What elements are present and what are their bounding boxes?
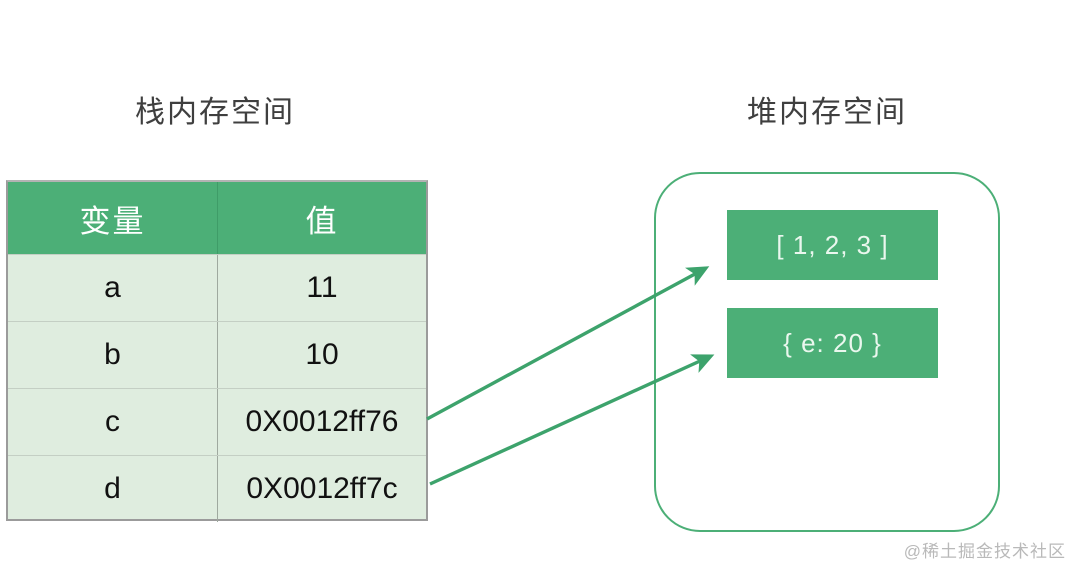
- stack-memory-table: 变量 值 a 11 b 10 c 0X0012ff76 d 0X0012ff7c: [6, 180, 428, 522]
- cell-variable: b: [8, 322, 218, 388]
- cell-variable: a: [8, 255, 218, 321]
- cell-variable: d: [8, 456, 218, 522]
- column-header-variable: 变量: [8, 182, 218, 254]
- cell-value: 0X0012ff7c: [246, 472, 398, 505]
- stack-section-title: 栈内存空间: [135, 96, 295, 129]
- watermark-label: @稀土掘金技术社区: [903, 542, 1066, 561]
- table-row: a 11: [8, 254, 426, 321]
- table-header-row: 变量 值: [8, 182, 426, 254]
- heap-section-title: 堆内存空间: [747, 96, 907, 129]
- heap-block-object: { e: 20 }: [727, 308, 938, 378]
- cell-value: 11: [306, 271, 338, 304]
- table-row: b 10: [8, 321, 426, 388]
- cell-variable: c: [8, 389, 218, 455]
- table-row: c 0X0012ff76: [8, 388, 426, 455]
- heap-block-array: [ 1, 2, 3 ]: [727, 210, 938, 280]
- column-header-value: 值: [305, 203, 339, 239]
- cell-value: 0X0012ff76: [245, 405, 399, 438]
- cell-value: 10: [305, 338, 339, 371]
- table-row: d 0X0012ff7c: [8, 455, 426, 522]
